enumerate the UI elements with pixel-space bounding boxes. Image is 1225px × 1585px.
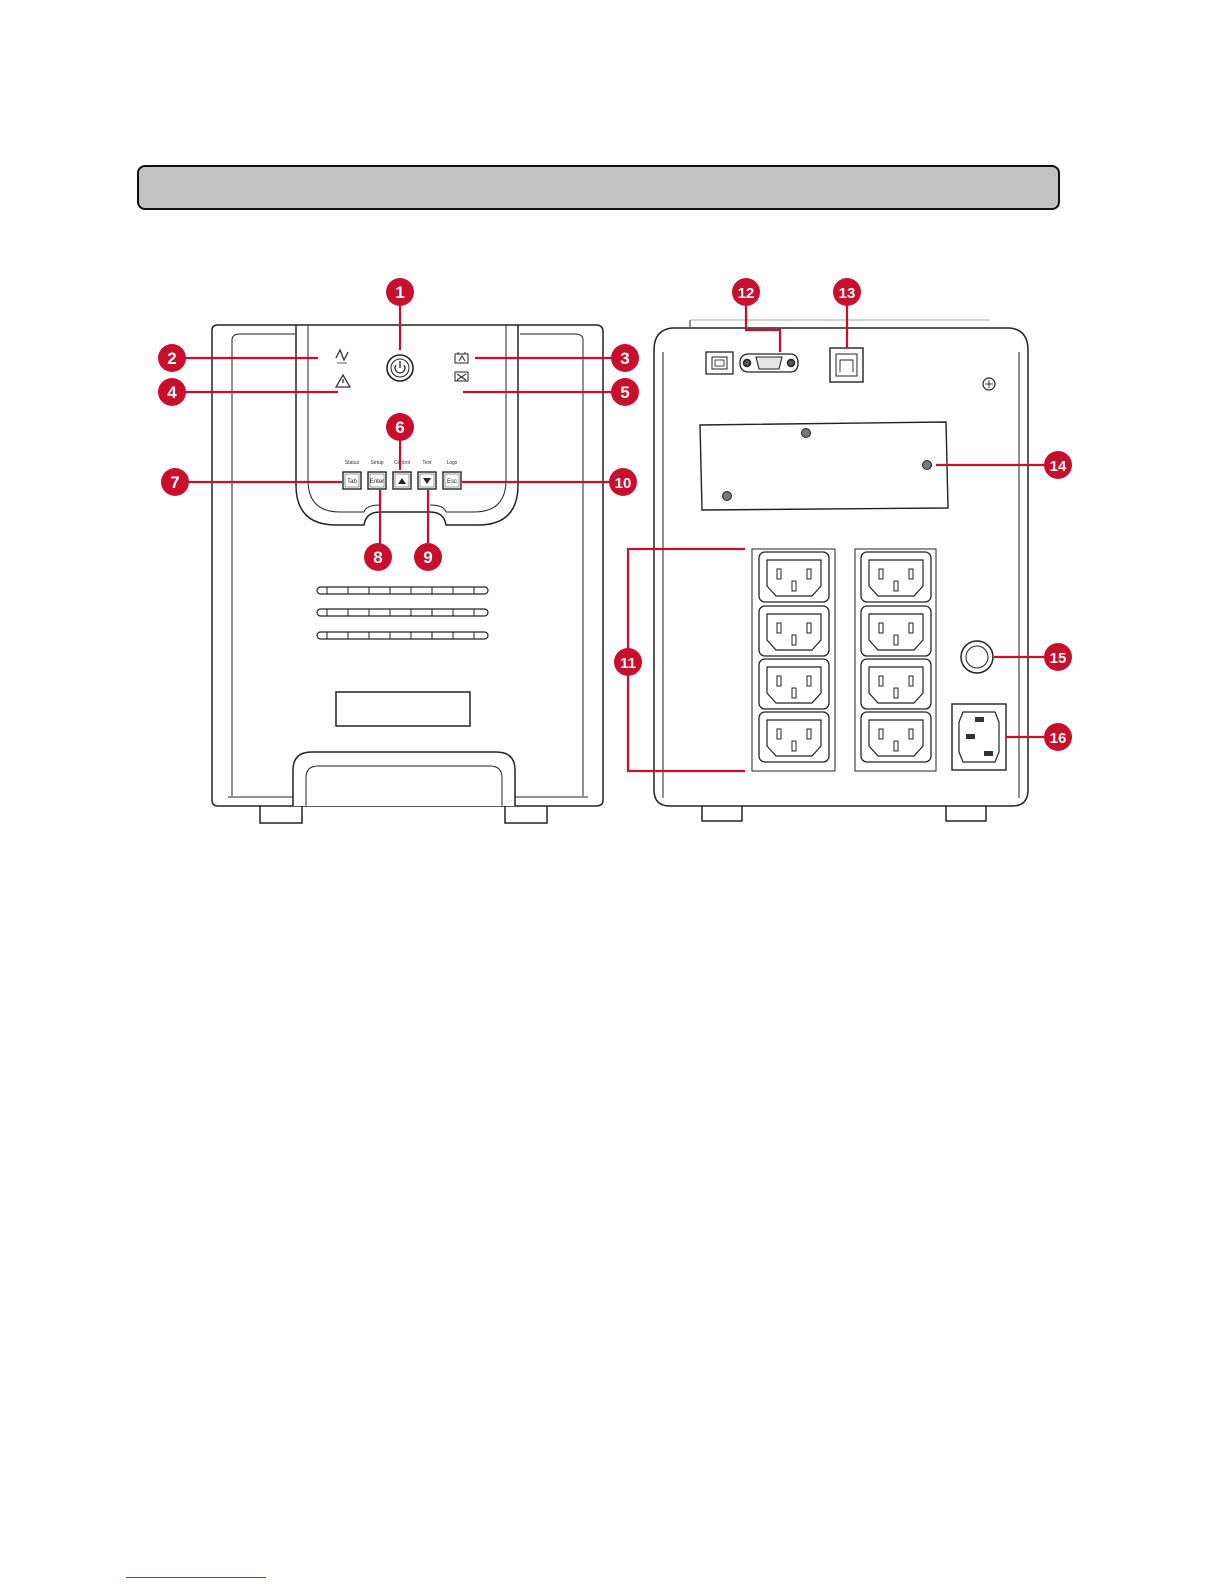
svg-text:1: 1 [395,283,404,302]
esc-key-text: Esc [447,479,457,485]
expansion-slot-cover [700,422,948,510]
svg-text:7: 7 [170,473,179,492]
svg-text:6: 6 [395,418,404,437]
svg-text:13: 13 [839,285,856,302]
svg-text:4: 4 [167,383,177,402]
svg-text:15: 15 [1050,650,1067,667]
svg-text:3: 3 [620,349,629,368]
control-up-button[interactable]: Control [393,460,411,489]
svg-text:2: 2 [167,349,176,368]
callout-14: 14 [1044,451,1072,479]
test-label: Test [422,460,432,466]
svg-text:8: 8 [373,548,382,567]
vent-row [317,587,488,594]
status-label: Status [345,460,360,466]
callout-13: 13 [833,278,861,306]
svg-text:10: 10 [615,475,632,492]
vent-row [317,609,488,616]
serial-port[interactable] [740,354,798,372]
status-tab-button[interactable]: Status Tab [343,460,361,489]
iec-outlet[interactable] [759,552,829,602]
enter-key-text: Enter [370,479,384,485]
svg-text:14: 14 [1050,458,1067,475]
callout-7: 7 [161,468,189,496]
callout-10: 10 [609,468,637,496]
callout-12: 12 [732,278,760,306]
callout-4: 4 [158,378,186,406]
callout-6: 6 [386,413,414,441]
callout-1: 1 [386,278,414,306]
callout-2: 2 [158,344,186,372]
setup-label: Setup [370,460,383,466]
callout-9: 9 [414,543,442,571]
usb-port[interactable] [706,352,733,374]
callout-8: 8 [364,543,392,571]
svg-text:12: 12 [738,285,755,302]
iec-outlet[interactable] [861,606,931,656]
callout-16: 16 [1044,723,1072,751]
ac-input-socket[interactable] [952,704,1006,770]
footer-link[interactable] [126,1577,266,1578]
vent-row [317,632,488,639]
rear-view [654,320,1028,821]
callout-3: 3 [611,344,639,372]
circuit-breaker[interactable] [961,641,993,673]
svg-text:5: 5 [620,383,629,402]
callout-15: 15 [1044,643,1072,671]
front-view [212,325,603,823]
iec-outlet[interactable] [759,606,829,656]
control-label: Control [394,460,410,466]
iec-outlet[interactable] [861,712,931,762]
iec-outlet[interactable] [861,659,931,709]
tab-key-text: Tab [347,479,357,485]
iec-outlet[interactable] [861,552,931,602]
callout-11: 11 [614,648,642,676]
iec-outlet[interactable] [759,712,829,762]
callout-5: 5 [611,378,639,406]
svg-text:11: 11 [620,655,636,672]
svg-text:9: 9 [423,548,432,567]
network-port[interactable] [830,348,863,382]
svg-text:16: 16 [1050,730,1067,747]
setup-enter-button[interactable]: Setup Enter [368,460,386,489]
logs-label: Logs [447,460,458,466]
iec-outlet[interactable] [759,659,829,709]
